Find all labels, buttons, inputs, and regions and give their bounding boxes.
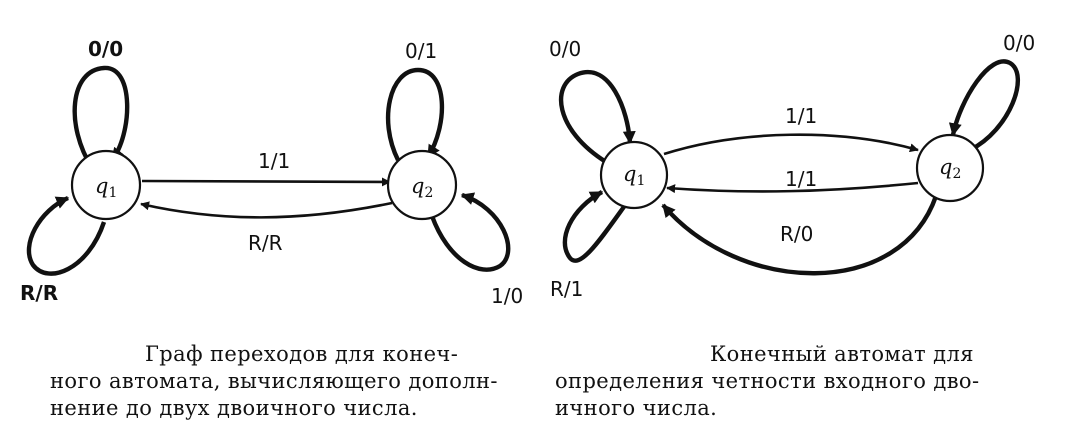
left-edge-q2-q1 — [140, 201, 393, 219]
left-caption-line-3: нение до двух двоичного числа. — [50, 396, 418, 420]
right-caption-line-1: Конечный автомат для — [555, 341, 1025, 368]
right-loop-q2-top — [948, 59, 1021, 152]
left-loop-q2-top — [385, 67, 445, 161]
right-state-q1-label: q1 — [623, 162, 645, 189]
right-loop-q1-bottom — [562, 190, 628, 263]
left-diagram: q1 q2 0/0 R/R 0/1 1/0 1/1 R/R — [20, 37, 523, 308]
right-caption: Конечный автомат для определения четност… — [555, 341, 1025, 422]
right-caption-line-2: определения четности входного дво- — [555, 369, 980, 393]
left-q2-index: 2 — [424, 185, 433, 201]
left-loop-q1-top — [72, 65, 130, 170]
right-q2-index: 2 — [952, 166, 961, 182]
left-state-q2-label: q2 — [411, 174, 433, 201]
left-edge-q1-q2 — [141, 177, 391, 187]
right-q2-name: q — [939, 155, 952, 179]
right-state-q2-label: q2 — [939, 155, 961, 182]
right-label-loop-q2-top: 0/0 — [1003, 31, 1035, 55]
right-state-q1 — [599, 140, 669, 210]
left-label-loop-q1-bottom: R/R — [20, 281, 58, 305]
left-q1-index: 1 — [108, 185, 117, 201]
left-label-loop-q2-bottom: 1/0 — [491, 284, 523, 308]
left-caption-line-1: Граф переходов для конеч- — [50, 341, 515, 368]
right-q1-name: q — [623, 162, 636, 186]
left-q1-name: q — [95, 174, 108, 198]
right-label-loop-q1-bottom: R/1 — [550, 277, 583, 301]
right-label-edge-q1-q2: 1/1 — [785, 104, 817, 128]
right-edge-q1-q2 — [663, 133, 919, 156]
left-loop-q1-bottom — [26, 195, 107, 276]
right-label-loop-q1-top: 0/0 — [549, 37, 581, 61]
left-label-edge-q2-q1: R/R — [248, 231, 283, 255]
left-label-edge-q1-q2: 1/1 — [258, 149, 290, 173]
left-loop-q2-bottom — [429, 192, 511, 272]
right-diagram: q1 q2 0/0 R/1 0/0 1/1 1/1 R/0 — [549, 31, 1035, 301]
left-caption-line-1-text: Граф переходов для конеч- — [145, 342, 459, 366]
left-label-loop-q2-top: 0/1 — [405, 39, 437, 63]
right-loop-q1-top — [558, 69, 636, 164]
left-state-q1 — [70, 149, 142, 221]
right-edge-q2-q1 — [666, 181, 919, 194]
left-state-q1-label: q1 — [95, 174, 117, 201]
left-state-q2 — [386, 149, 458, 221]
right-caption-line-1-text: Конечный автомат для — [710, 342, 974, 366]
right-edge-q2-q1-lower — [661, 195, 939, 276]
right-state-q2 — [915, 133, 985, 203]
right-q1-index: 1 — [636, 173, 645, 189]
right-caption-line-3: ичного числа. — [555, 396, 718, 420]
right-label-edge-q2-q1-lower: R/0 — [780, 222, 813, 246]
right-label-edge-q2-q1: 1/1 — [785, 167, 817, 191]
left-q2-name: q — [411, 174, 424, 198]
left-label-loop-q1-top: 0/0 — [88, 37, 123, 61]
left-caption-line-2: ного автомата, вычисляющего дополн- — [50, 369, 498, 393]
left-caption: Граф переходов для конеч- ного автомата,… — [50, 341, 515, 422]
